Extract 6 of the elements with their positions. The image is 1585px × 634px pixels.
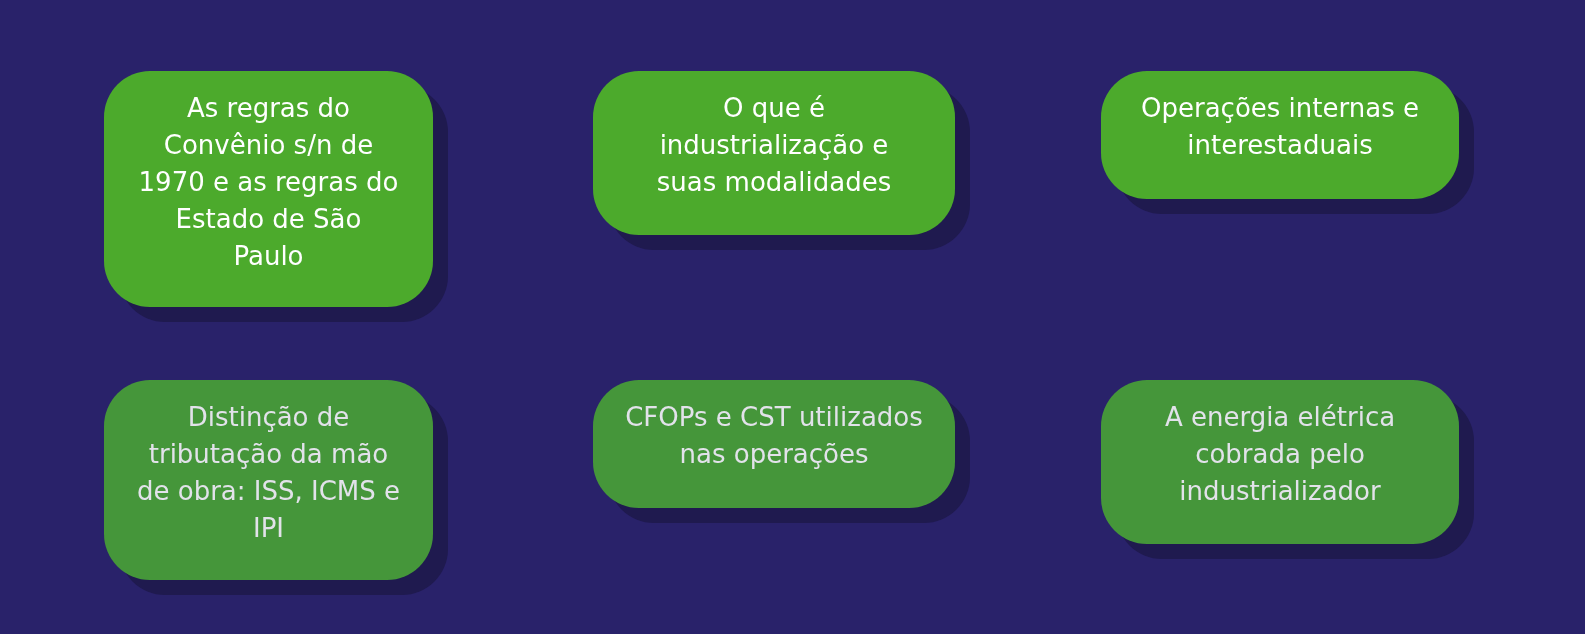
topic-text: A energia elétrica cobrada pelo industrializador xyxy=(1163,401,1397,508)
topic-text: Distinção de tributação da mão de obra: ISS, ICMS e IPI xyxy=(135,401,401,545)
topic-text: CFOPs e CST utilizados nas operações xyxy=(624,401,924,471)
topic-text: Operações internas e interestaduais xyxy=(1140,92,1420,162)
topic-text: As regras do Convênio s/n de 1970 e as regras do Estado de São Paulo xyxy=(137,92,400,273)
topic-text: O que é industrialização e suas modalidades xyxy=(655,92,893,199)
